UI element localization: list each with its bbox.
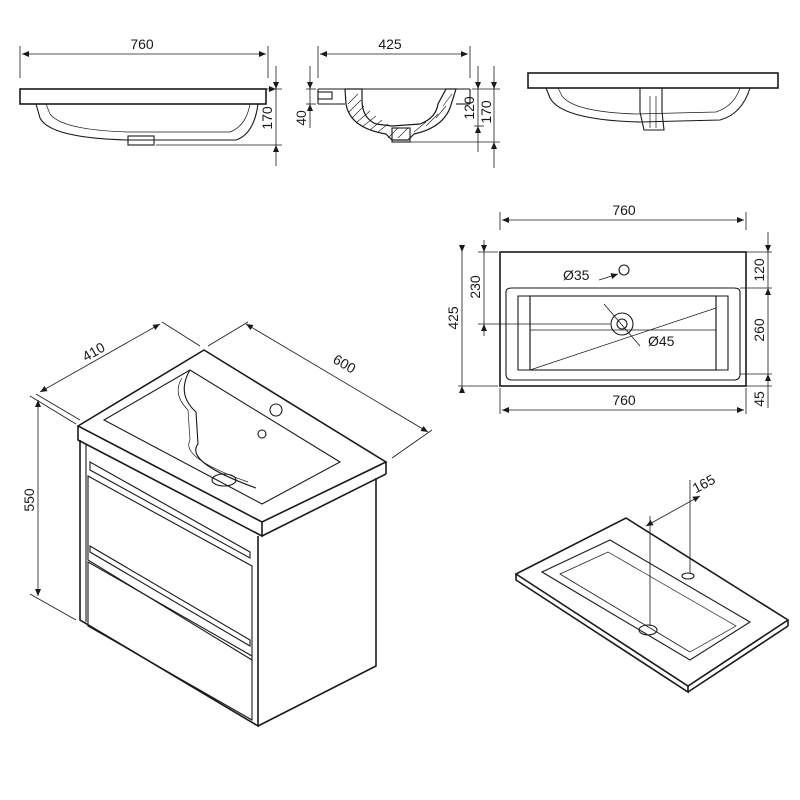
plan-right-front-label: 45: [751, 391, 767, 407]
front-height-label: 170: [259, 106, 275, 130]
cabinet-view: 410 600 550: [21, 321, 433, 728]
plan-right-basin-label: 260: [751, 318, 767, 342]
plan-left-inner-label: 230: [467, 275, 483, 299]
tap-hole: [618, 264, 630, 276]
cabinet-height-label: 550: [21, 488, 37, 512]
cabinet-depth-label: 410: [79, 339, 107, 365]
section-hatch: [347, 93, 453, 139]
side-depth-label: 425: [378, 36, 402, 52]
drain-inner: [616, 318, 628, 330]
rear-view: [527, 72, 779, 131]
tap-hole-label: Ø35: [563, 267, 590, 283]
drain-outer: [610, 312, 634, 336]
plan-right-top-label: 120: [751, 258, 767, 282]
plan-left-total-label: 425: [445, 306, 461, 330]
cabinet-width-label: 600: [330, 351, 358, 377]
front-width-label: 760: [130, 36, 154, 52]
plan-view: 760 Ø35 Ø45 230 425 120 2: [445, 202, 772, 414]
side-rim-label: 40: [293, 110, 309, 126]
plan-top-width-label: 760: [612, 202, 636, 218]
drain-hole-label: Ø45: [648, 333, 675, 349]
side-view: 425 40: [293, 36, 500, 168]
side-height-label: 170: [478, 100, 494, 124]
side-basin-label: 120: [461, 96, 477, 120]
front-view: 760 170: [19, 36, 282, 166]
basin-offset-label: 165: [690, 471, 718, 496]
basin-iso-view: 165: [514, 471, 790, 694]
plan-bottom-width-label: 760: [612, 392, 636, 408]
